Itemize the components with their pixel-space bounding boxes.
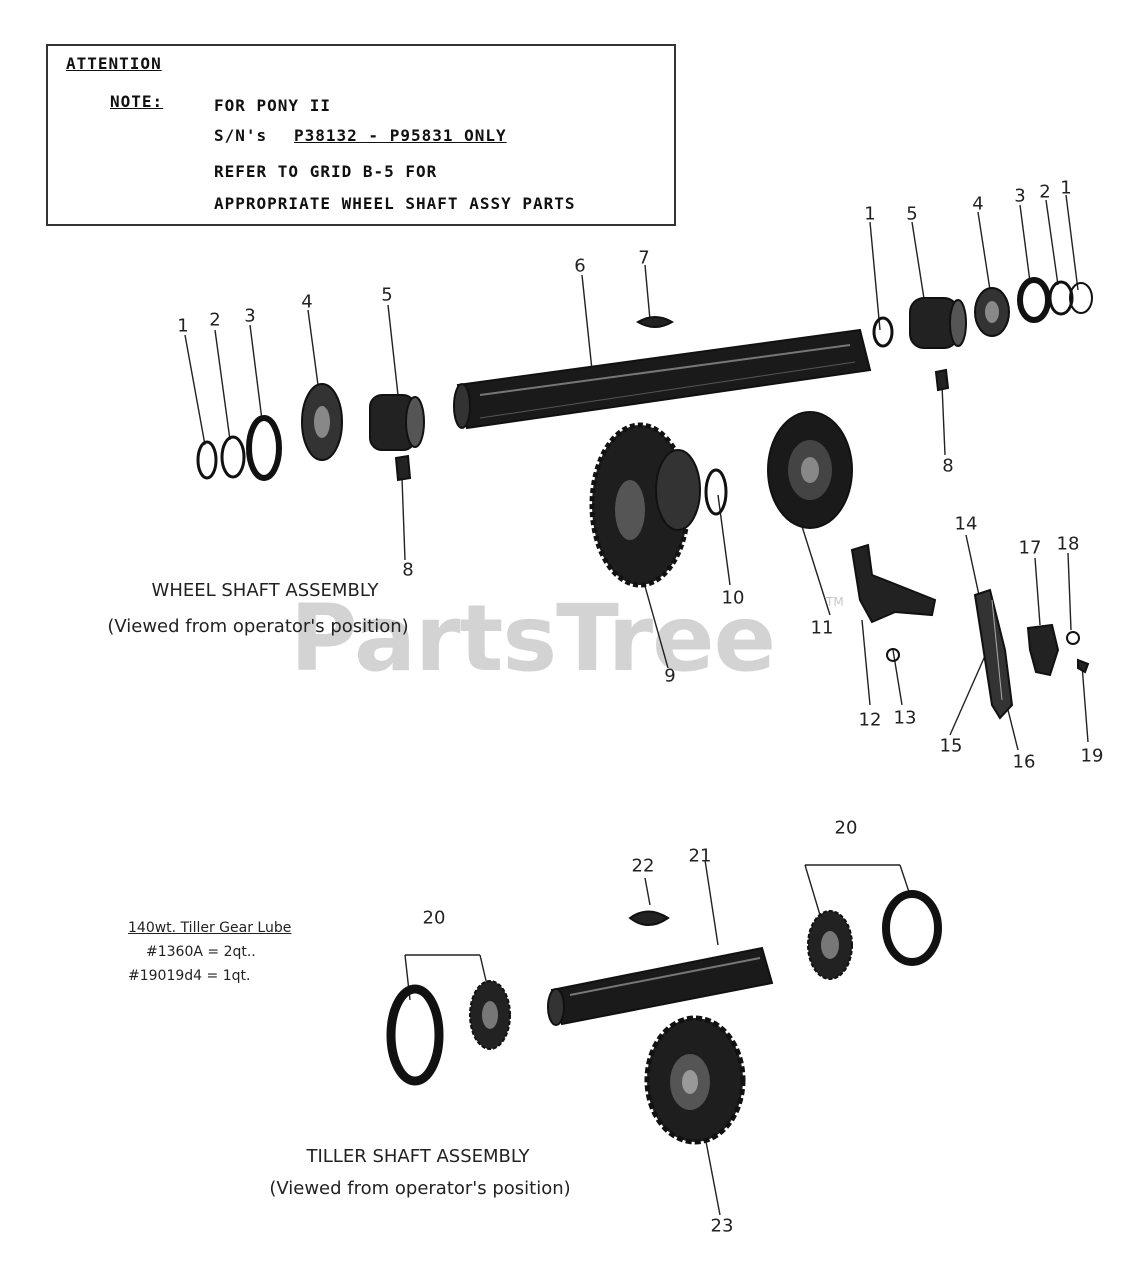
callout-2-right: 2: [1039, 181, 1051, 203]
callout-5-right: 5: [906, 203, 918, 225]
leader-22: [644, 877, 651, 906]
notice-line-4: APPROPRIATE WHEEL SHAFT ASSY PARTS: [214, 194, 576, 213]
callout-8-left: 8: [402, 559, 414, 581]
washer-right: [1048, 280, 1074, 316]
callout-21: 21: [688, 845, 712, 867]
leader-17: [1034, 557, 1041, 626]
leader-3-right: [1019, 204, 1031, 283]
lube-title: 140wt. Tiller Gear Lube: [128, 920, 292, 936]
callout-15: 15: [939, 735, 963, 757]
attention-heading: ATTENTION: [66, 54, 162, 73]
washer-left: [220, 435, 246, 479]
callout-8-right: 8: [942, 455, 954, 477]
leader-14: [965, 534, 981, 601]
lube-line-1: #1360A = 2qt..: [146, 944, 256, 960]
leader-1-right-a: [869, 221, 881, 331]
tiller-shaft-subtitle: (Viewed from operator's position): [269, 1178, 571, 1199]
lube-line-2: #19019d4 = 1qt.: [128, 968, 251, 984]
callout-4-right: 4: [972, 193, 984, 215]
tiller-shaft: [550, 946, 774, 1026]
leader-2-right: [1045, 199, 1059, 286]
retaining-ring-right-b: [1069, 282, 1093, 314]
callout-13: 13: [893, 707, 917, 729]
tiller-key: [628, 910, 670, 926]
leader-20-right: [804, 864, 911, 916]
notice-line-3: REFER TO GRID B-5 FOR: [214, 162, 438, 181]
callout-1-left: 1: [177, 315, 189, 337]
bearing-cup-left: [386, 984, 444, 1086]
leader-1-left: [184, 334, 206, 446]
leader-13: [892, 649, 903, 706]
trademark-mark: TM: [826, 595, 844, 609]
woodruff-key: [636, 316, 674, 328]
leader-21: [704, 859, 719, 946]
callout-14: 14: [954, 513, 978, 535]
shift-fork: [850, 543, 937, 624]
note-label: NOTE:: [110, 92, 164, 111]
callout-5-left: 5: [381, 284, 393, 306]
leader-12: [861, 619, 871, 706]
callout-1-right-b: 1: [1060, 177, 1072, 199]
callout-20-left: 20: [422, 907, 446, 929]
attention-notice: ATTENTION NOTE: FOR PONY II S/N's P38132…: [46, 44, 676, 226]
leader-5-left: [387, 304, 399, 396]
callout-17: 17: [1018, 537, 1042, 559]
leader-2-left: [214, 329, 231, 441]
detent-washer: [1066, 631, 1080, 645]
parts-tree-watermark: PartsTree: [290, 585, 776, 692]
callout-1-right-a: 1: [864, 203, 876, 225]
bearing-cup-right: [882, 890, 942, 966]
callout-10: 10: [721, 587, 745, 609]
leader-11: [799, 519, 831, 616]
leader-3-left: [249, 324, 263, 421]
seal-right: [1017, 277, 1051, 323]
leader-19: [1081, 664, 1089, 743]
callout-18: 18: [1056, 533, 1080, 555]
callout-20-right: 20: [834, 817, 858, 839]
leader-1-right-b: [1065, 194, 1079, 291]
callout-22: 22: [631, 855, 655, 877]
callout-3-right: 3: [1014, 185, 1026, 207]
leader-8-right: [941, 384, 946, 456]
callout-19: 19: [1080, 745, 1104, 767]
detent-pin: [1077, 658, 1090, 674]
retaining-ring-right-a: [872, 316, 894, 348]
wheel-shaft-title: WHEEL SHAFT ASSEMBLY: [151, 580, 379, 601]
leader-5-right: [911, 221, 926, 306]
thrust-washer: [704, 468, 728, 516]
leader-7: [644, 264, 651, 321]
key-left: [394, 454, 412, 482]
callout-6: 6: [574, 255, 586, 277]
callout-16: 16: [1012, 751, 1036, 773]
key-right: [934, 368, 950, 392]
fork-washer: [886, 648, 900, 662]
tiller-shaft-title: TILLER SHAFT ASSEMBLY: [306, 1146, 530, 1167]
callout-12: 12: [858, 709, 882, 731]
callout-2-left: 2: [209, 309, 221, 331]
callout-9: 9: [664, 665, 676, 687]
callout-3-left: 3: [244, 305, 256, 327]
leader-4-right: [977, 211, 991, 291]
seal-left: [246, 415, 282, 481]
detent-plate: [1026, 623, 1060, 677]
leader-6: [581, 274, 593, 371]
shift-lever: [973, 588, 1014, 720]
callout-4-left: 4: [301, 291, 313, 313]
wheel-shaft-subtitle: (Viewed from operator's position): [107, 616, 409, 637]
callout-7: 7: [638, 247, 650, 269]
callout-11: 11: [810, 617, 834, 639]
leader-18: [1067, 552, 1072, 631]
notice-serial-range: P38132 - P95831 ONLY: [294, 126, 507, 145]
notice-line-2a: S/N's: [214, 126, 268, 145]
leader-8-left: [401, 477, 406, 561]
notice-line-1: FOR PONY II: [214, 96, 331, 115]
retaining-ring-left: [196, 440, 218, 480]
callout-23: 23: [710, 1215, 734, 1237]
